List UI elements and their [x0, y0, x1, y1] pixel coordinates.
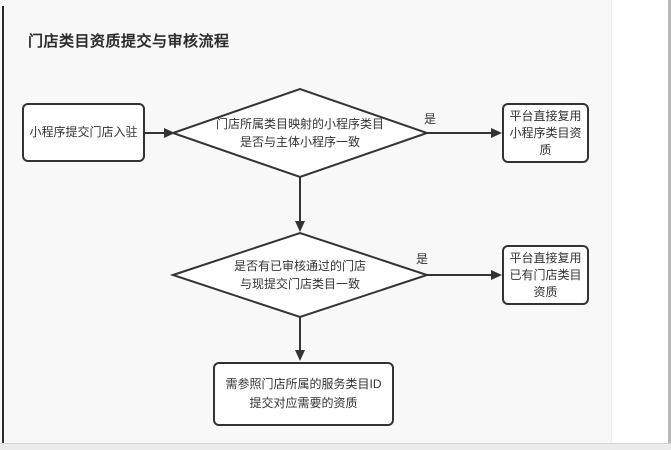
- node-decision1: 门店所属类目映射的小程序类目 是否与主体小程序一致: [180, 115, 420, 151]
- node-result2: 平台直接复用已有门店类目资质: [502, 245, 589, 305]
- node-final-label: 需参照门店所属的服务类目ID 提交对应需要的资质: [225, 375, 381, 413]
- arrow-head-icon: [491, 270, 502, 280]
- page-title: 门店类目资质提交与审核流程: [28, 33, 230, 50]
- flowchart-canvas: 门店类目资质提交与审核流程 小程序提交门店入驻: [22, 0, 612, 443]
- arrow-head-icon: [491, 128, 502, 138]
- node-start-label: 小程序提交门店入驻: [29, 125, 138, 139]
- node-final-line1: 需参照门店所属的服务类目ID: [225, 377, 382, 391]
- edge-label-yes-2: 是: [416, 252, 429, 266]
- node-decision2: 是否有已审核通过的门店 与现提交门店类目一致: [180, 257, 420, 293]
- connector-layer: [145, 87, 502, 361]
- node-decision1-line2: 是否与主体小程序一致: [239, 135, 360, 149]
- node-result1: 平台直接复用小程序类目资质: [502, 103, 589, 163]
- bottom-bar: [0, 443, 671, 450]
- node-final-line2: 提交对应需要的资质: [249, 396, 358, 410]
- vertical-scrollbar[interactable]: [668, 0, 671, 443]
- node-decision2-line1: 是否有已审核通过的门店: [233, 259, 366, 273]
- edge-label-yes-1: 是: [424, 112, 437, 126]
- node-final: 需参照门店所属的服务类目ID 提交对应需要的资质: [213, 362, 394, 426]
- window-left-edge: [2, 6, 4, 443]
- arrow-head-icon: [295, 221, 305, 232]
- node-result1-label: 平台直接复用小程序类目资质: [509, 108, 582, 157]
- node-decision1-line1: 门店所属类目映射的小程序类目: [215, 117, 384, 131]
- arrow-head-icon: [164, 128, 175, 138]
- node-start: 小程序提交门店入驻: [22, 103, 145, 162]
- node-result2-label: 平台直接复用已有门店类目资质: [509, 250, 582, 299]
- node-decision2-line2: 与现提交门店类目一致: [239, 277, 360, 291]
- arrow-head-icon: [295, 350, 305, 361]
